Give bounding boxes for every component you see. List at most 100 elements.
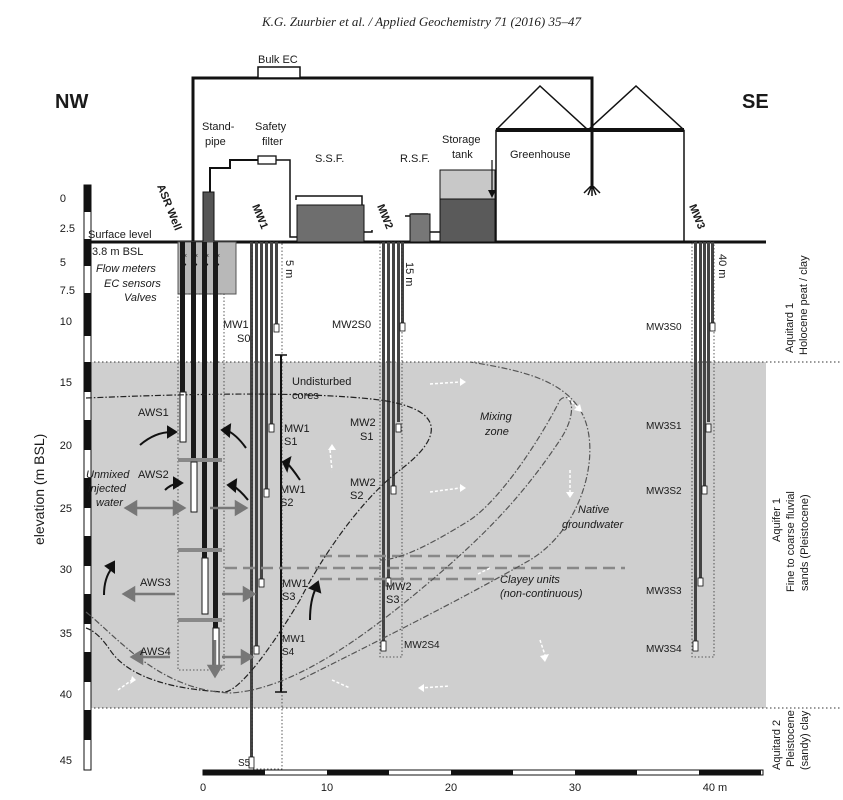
svg-text:×: ×	[205, 253, 209, 260]
aquifer1-label-3: sands (Pleistocene)	[799, 494, 811, 591]
storage-tank-water	[439, 198, 496, 243]
mw3-s4-label: MW3S4	[646, 644, 682, 655]
filter-to-ssf-pipe	[276, 159, 363, 238]
aws1-label: AWS1	[138, 407, 169, 419]
storage-tank-label-1: Storage	[442, 134, 481, 146]
rsf-label: R.S.F.	[400, 153, 430, 165]
y-tick: 0	[60, 193, 66, 205]
native-flow-arrowheads	[130, 378, 582, 692]
native-label-1: Native	[578, 504, 609, 516]
mw1-s4-label-a: MW1	[282, 634, 306, 645]
mw1-s5-label: S5	[238, 758, 251, 769]
greenhouse-structure	[495, 84, 685, 242]
bulk-ec-box	[257, 66, 301, 79]
mw1-s1-label-a: MW1	[284, 423, 310, 435]
mw2-s0-label: MW2S0	[332, 319, 371, 331]
undisturbed-label-2: cores	[292, 390, 319, 402]
mw1-piezometers	[248, 241, 287, 770]
mw1-label: MW1	[249, 203, 270, 231]
mw1-s4-label-b: S4	[282, 647, 295, 658]
clayey-label-2: (non-continuous)	[500, 588, 583, 600]
svg-text:•: •	[195, 262, 198, 269]
distance-scale-bar	[202, 769, 764, 776]
y-tick: 2.5	[60, 223, 75, 235]
safety-filter-label-2: filter	[262, 136, 283, 148]
x-axis-ticks: 0 10 20 30 40 m	[200, 782, 727, 794]
aquitard2-label-2: Pleistocene	[785, 710, 797, 767]
mw1-s0-label-a: MW1	[223, 319, 249, 331]
tank-inlet-arrowhead	[488, 190, 496, 198]
y-tick: 40	[60, 689, 72, 701]
aquitard2-label-3: (sandy) clay	[799, 710, 811, 770]
svg-text:×: ×	[216, 253, 220, 260]
rsf-filter	[409, 213, 431, 243]
svg-text:•: •	[184, 262, 187, 269]
ssf-tank	[296, 204, 365, 243]
mixing-zone-label-1: Mixing	[480, 411, 513, 423]
mw3-label: MW3	[686, 203, 707, 231]
mixing-zone-label-2: zone	[484, 426, 509, 438]
mw2-s3-label-a: MW2	[386, 581, 412, 593]
mw1-s3-label-b: S3	[282, 591, 295, 603]
ec-sensors-label: EC sensors	[104, 278, 161, 290]
mw2-s3-label-b: S3	[386, 594, 399, 606]
y-axis-label: elevation (m BSL)	[31, 434, 47, 545]
instrument-marks: ×××× ••••	[183, 253, 220, 269]
mw2-s2-label-b: S2	[350, 490, 363, 502]
mw3-s3-label: MW3S3	[646, 586, 682, 597]
y-tick: 5	[60, 257, 66, 269]
unmixed-label-2: injected	[88, 483, 127, 495]
depth-scale-bar	[83, 184, 92, 771]
y-tick: 30	[60, 564, 72, 576]
nw-label: NW	[55, 91, 88, 113]
mw2-s1-label-a: MW2	[350, 417, 376, 429]
y-tick: 25	[60, 503, 72, 515]
mw2-piezometers	[379, 241, 406, 658]
mw2-s4-label: MW2S4	[404, 640, 440, 651]
unmixed-label-3: water	[96, 497, 124, 509]
native-label-2: groundwater	[562, 519, 624, 531]
svg-text:×: ×	[183, 253, 187, 260]
asr-well-label: ASR Well	[154, 183, 183, 233]
mw3-s2-label: MW3S2	[646, 486, 682, 497]
journal-header: K.G. Zuurbier et al. / Applied Geochemis…	[262, 14, 581, 29]
unmixed-label-1: Unmixed	[86, 469, 130, 481]
lateral-flow-arrows	[121, 499, 257, 679]
mw1-s2-label-b: S2	[280, 497, 293, 509]
y-tick: 20	[60, 440, 72, 452]
aquifer-layer	[86, 362, 766, 708]
mw2-distance: 15 m	[403, 262, 415, 286]
mw1-s1-label-b: S1	[284, 436, 297, 448]
se-label: SE	[742, 91, 769, 113]
mw1-distance: 5 m	[283, 260, 295, 278]
mw1-s0-label-b: S0	[237, 333, 250, 345]
mw3-s0-label: MW3S0	[646, 322, 682, 333]
mw2-label: MW2	[374, 203, 395, 231]
y-tick: 7.5	[60, 285, 75, 297]
aws2-label: AWS2	[138, 469, 169, 481]
ssf-label: S.S.F.	[315, 153, 344, 165]
valves-label: Valves	[124, 292, 157, 304]
mw2-s1-label-b: S1	[360, 431, 373, 443]
mw2-s2-label-a: MW2	[350, 477, 376, 489]
aws3-label: AWS3	[140, 577, 171, 589]
y-axis-ticks: 0 2.5 5 7.5 10 15 20 25 30 35 40 45	[60, 193, 75, 767]
aquitard1-label-1: Aquitard 1	[784, 303, 796, 353]
x-tick: 20	[445, 782, 457, 794]
aquifer1-label-2: Fine to coarse fluvial	[785, 491, 797, 592]
mw3-s1-label: MW3S1	[646, 421, 682, 432]
y-tick: 35	[60, 628, 72, 640]
stand-pipe-label-1: Stand-	[202, 121, 235, 133]
safety-filter-label-1: Safety	[255, 121, 287, 133]
y-tick: 45	[60, 755, 72, 767]
x-tick: 40 m	[703, 782, 727, 794]
safety-filter	[257, 155, 277, 165]
x-tick: 10	[321, 782, 333, 794]
stand-pipe	[202, 191, 215, 243]
flow-meters-label: Flow meters	[96, 263, 156, 275]
clayey-units	[225, 554, 625, 581]
surface-level-label: Surface level	[88, 229, 152, 241]
clayey-label-1: Clayey units	[500, 574, 560, 586]
aquitard2-label-1: Aquitard 2	[771, 720, 783, 770]
